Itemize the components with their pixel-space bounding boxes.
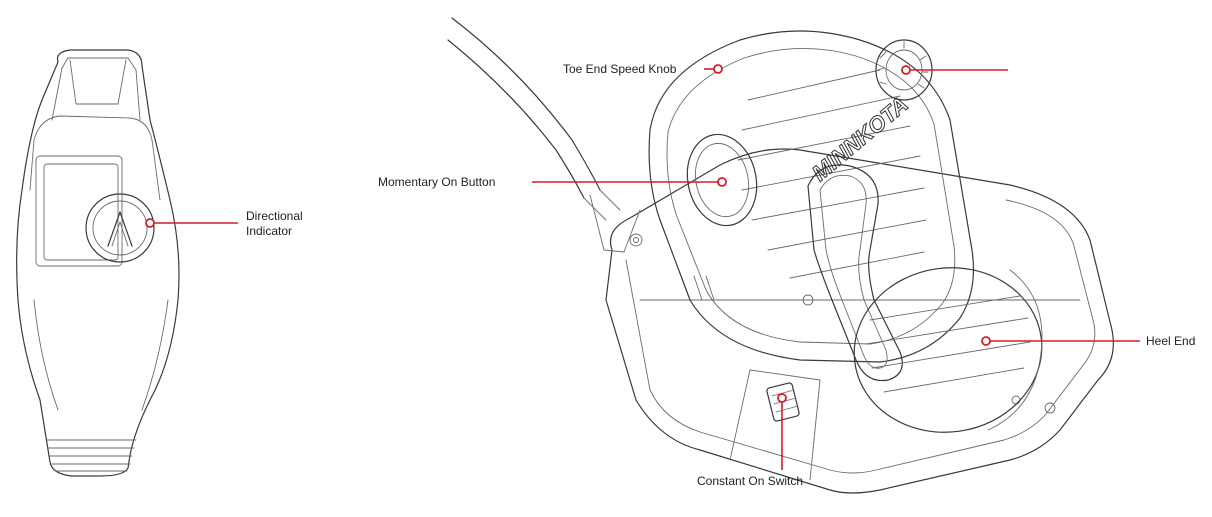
label-momentary-on-button: Momentary On Button — [378, 175, 496, 189]
remote-top-view — [16, 49, 238, 477]
label-heel-end: Heel End — [1146, 334, 1196, 348]
label-toe-end-speed-knob: Toe End Speed Knob — [563, 62, 677, 76]
foot-pedal-view — [447, 17, 1140, 494]
brand-mark: MINNKOTA — [807, 92, 913, 186]
label-directional-indicator-line1: Directional — [246, 209, 303, 223]
label-directional-indicator-line2: Indicator — [246, 224, 293, 238]
label-constant-on-switch: Constant On Switch — [697, 474, 804, 488]
label-directional-indicator: Directional Indicator — [246, 209, 303, 239]
